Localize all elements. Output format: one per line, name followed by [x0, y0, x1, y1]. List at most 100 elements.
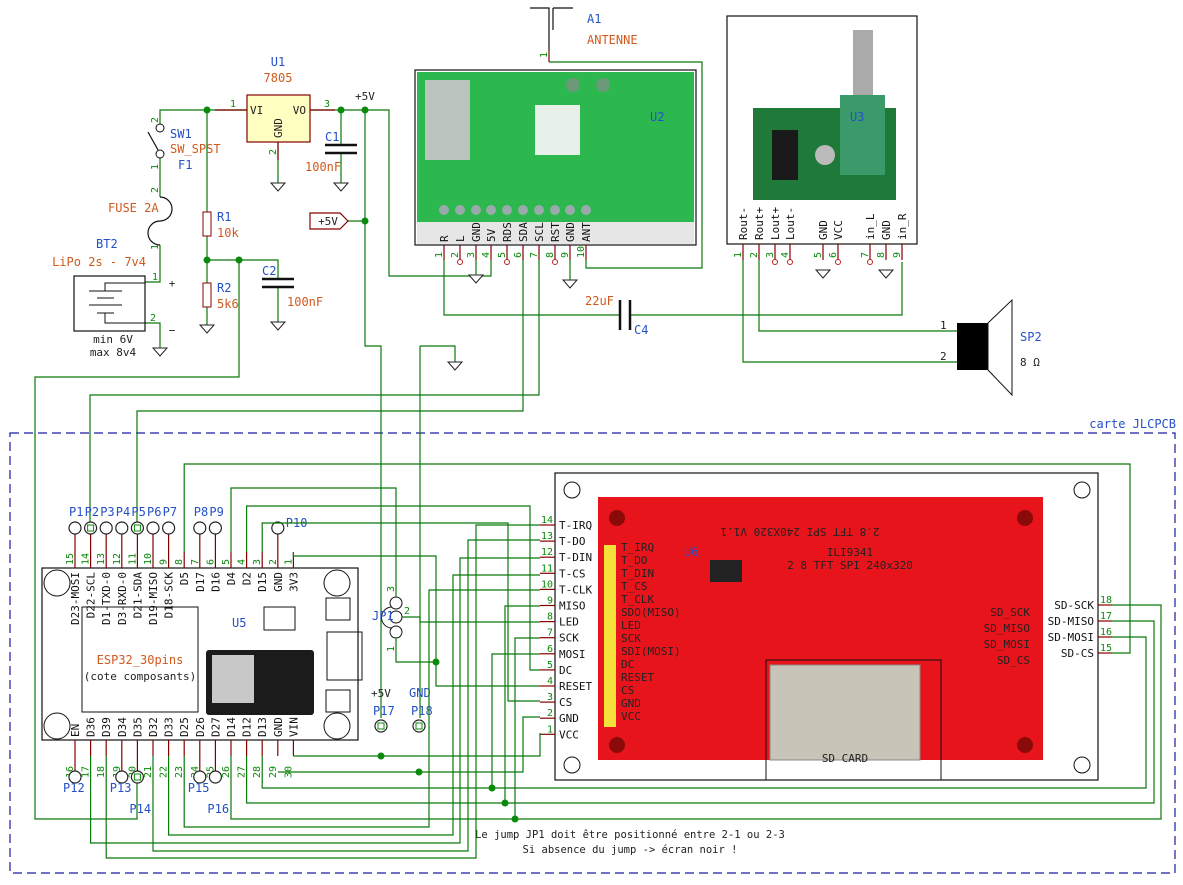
- esp32-pin-num: 23: [174, 766, 185, 778]
- test-point-label: P12: [63, 781, 85, 795]
- ground-symbol: [198, 324, 216, 334]
- test-point-connector[interactable]: [115, 770, 129, 784]
- esp32-pin-num: 27: [237, 766, 248, 778]
- test-point-connector[interactable]: [193, 770, 207, 784]
- test-point-label: P9: [209, 505, 223, 519]
- esp32-pin-name: D2: [241, 572, 254, 585]
- u2-pad: [518, 205, 528, 215]
- u2-pin-num: 3: [466, 252, 477, 258]
- junction-dot: [203, 256, 211, 264]
- test-point-connector[interactable]: [130, 521, 144, 535]
- u2-shield: [425, 80, 470, 160]
- wire-sd-mosi: [261, 636, 1147, 789]
- junction-dot: [501, 799, 509, 807]
- esp32-module-shield: [212, 655, 254, 703]
- esp32-pin-name: D22-SCL: [85, 572, 98, 619]
- esp32-pin-name: D21-SDA: [131, 572, 144, 619]
- u2-pad: [486, 205, 496, 215]
- test-point-pad: [377, 722, 385, 730]
- no-connect-pin: [867, 259, 873, 265]
- u3-pin-num: 6: [828, 252, 839, 258]
- test-point-connector[interactable]: [412, 719, 426, 733]
- u2-pad: [455, 205, 465, 215]
- test-point-connector[interactable]: [208, 770, 222, 784]
- no-connect-pin: [787, 259, 793, 265]
- esp32-pin-name: D15: [256, 572, 269, 592]
- note-line-1: Le jump JP1 doit être positionné entre 2…: [475, 829, 785, 841]
- power-flag-5v: [309, 212, 349, 230]
- esp32-pin-name: D23-MOSI: [69, 572, 82, 625]
- header-silk-label: VCC: [621, 710, 641, 723]
- test-point-connector[interactable]: [193, 521, 207, 535]
- esp32-antenna-area: [81, 606, 199, 713]
- wire-5v-p17: [364, 110, 382, 718]
- header-silk-label: T_DIN: [621, 567, 654, 580]
- mounting-hole: [1073, 756, 1091, 774]
- tft-pin-name: T-DIN: [559, 551, 592, 564]
- wire-d4-jp1: [230, 487, 397, 597]
- a1-pin-num: 1: [539, 52, 550, 58]
- wire-rout-minus: [742, 260, 957, 363]
- esp32-pin-num: 25: [205, 766, 216, 778]
- wire-c2: [207, 259, 279, 279]
- speaker-magnet: [957, 323, 988, 370]
- resistor-r1-body: [202, 211, 212, 237]
- test-point-connector[interactable]: [68, 521, 82, 535]
- bt2-minus-sign: −: [169, 324, 176, 337]
- test-point-label: P7: [163, 505, 177, 519]
- bt2-note-max: max 8v4: [90, 346, 137, 359]
- pin-header: [604, 545, 616, 727]
- wire-sd-miso: [246, 620, 1155, 804]
- fuse-value: FUSE 2A: [108, 201, 159, 215]
- u3-pin-num: 7: [860, 252, 871, 258]
- test-point-connector[interactable]: [130, 770, 144, 784]
- test-point-label: P2: [85, 505, 99, 519]
- tft-sd-pin-name: SD-MOSI: [1048, 631, 1094, 644]
- test-point-connector[interactable]: [83, 521, 98, 535]
- u3-pin-num: 1: [733, 252, 744, 258]
- junction-dot: [361, 106, 369, 114]
- u1-value: 7805: [264, 71, 293, 85]
- tft-pin-name: MISO: [559, 600, 586, 613]
- tft-board-title: 2.8 TFT SPI 240X320 V1.1: [721, 525, 880, 538]
- antenna-icon: [530, 7, 573, 50]
- sd-silk-label: SD_MOSI: [984, 638, 1030, 651]
- test-point-connector[interactable]: [162, 521, 176, 535]
- test-point-label: P3: [100, 505, 114, 519]
- p18-net-label: GND: [409, 686, 431, 700]
- tft-pin-num: 3: [547, 692, 553, 703]
- test-point-connector[interactable]: [271, 521, 285, 535]
- test-point-connector[interactable]: [208, 521, 222, 535]
- test-point-connector[interactable]: [99, 521, 113, 535]
- sp2-value: 8 Ω: [1020, 356, 1040, 369]
- esp32-pin-name: D36: [85, 717, 98, 737]
- esp32-pin-num: 4: [237, 559, 248, 565]
- r1-value: 10k: [217, 226, 239, 240]
- sp2-ref: SP2: [1020, 330, 1042, 344]
- test-point-connector[interactable]: [68, 770, 82, 784]
- bt2-pin-1-num: 1: [152, 272, 158, 283]
- r1-ref: R1: [217, 210, 231, 224]
- test-point-connector[interactable]: [146, 521, 160, 535]
- u2-pad: [534, 205, 544, 215]
- esp32-pin-name: EN: [69, 724, 82, 737]
- esp32-pin-num: 29: [268, 766, 279, 778]
- test-point-connector[interactable]: [374, 719, 388, 733]
- ground-symbol: [446, 361, 464, 371]
- tft-sd-pin-name: SD-SCK: [1054, 599, 1094, 612]
- c2-ref: C2: [262, 264, 276, 278]
- tft-pin-num: 8: [547, 612, 553, 623]
- header-silk-label: RESET: [621, 671, 654, 684]
- wire-vin: [293, 733, 541, 757]
- wire-miso: [504, 605, 540, 803]
- u3-pin-num: 8: [876, 252, 887, 258]
- tft-sd-pin-name: SD-CS: [1061, 647, 1094, 660]
- junction-dot: [377, 752, 385, 760]
- esp32-pin-num: 26: [221, 766, 232, 778]
- ground-symbol: [877, 269, 895, 279]
- test-point-connector[interactable]: [115, 521, 129, 535]
- wire-jp1-led: [402, 616, 540, 623]
- u3-pin-name: in_R: [896, 213, 909, 240]
- tft-pin-name: T-CS: [559, 567, 586, 580]
- header-silk-label: SDI(MOSI): [621, 645, 681, 658]
